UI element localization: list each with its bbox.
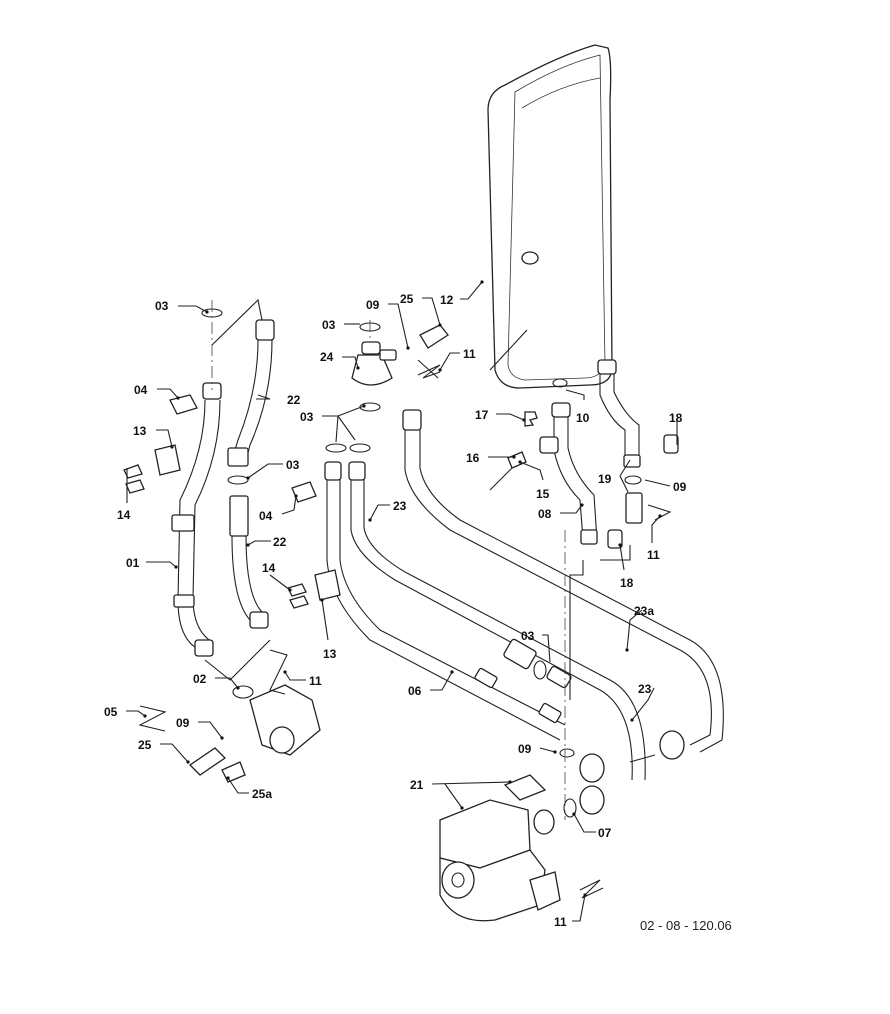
- callout-23: 23: [393, 499, 407, 513]
- callout-03: 03: [322, 318, 336, 332]
- callout-22: 22: [273, 535, 287, 549]
- callout-14: 14: [117, 508, 131, 522]
- fitting-24-drawing: [351, 324, 449, 386]
- callout-13: 13: [133, 424, 147, 438]
- callout-24: 24: [320, 350, 334, 364]
- callout-06: 06: [408, 684, 422, 698]
- callout-25a: 25a: [252, 787, 273, 801]
- callout-19: 19: [598, 472, 612, 486]
- callout-10: 10: [576, 411, 590, 425]
- pipe-22-drawing: [227, 319, 275, 629]
- callout-09: 09: [518, 742, 532, 756]
- callout-08: 08: [538, 507, 552, 521]
- callout-22: 22: [287, 393, 301, 407]
- expansion-vessel-drawing: [487, 44, 613, 389]
- drawing-reference-code: 02 - 08 - 120.06: [640, 918, 732, 933]
- callout-05: 05: [104, 705, 118, 719]
- callout-11: 11: [309, 674, 322, 688]
- clips-drawing: [123, 364, 672, 899]
- callout-17: 17: [475, 408, 489, 422]
- callout-18: 18: [669, 411, 683, 425]
- callout-13: 13: [323, 647, 337, 661]
- callout-12: 12: [440, 293, 454, 307]
- callout-03: 03: [286, 458, 300, 472]
- flange-drawing: [188, 684, 321, 783]
- callout-14: 14: [262, 561, 276, 575]
- callout-04: 04: [259, 509, 273, 523]
- callout-02: 02: [193, 672, 207, 686]
- callout-23a: 23a: [634, 604, 655, 618]
- callout-18: 18: [620, 576, 634, 590]
- long-pipes-drawing: [324, 409, 724, 781]
- callout-25: 25: [400, 292, 414, 306]
- o-rings-drawing: [201, 308, 577, 818]
- callout-01: 01: [126, 556, 140, 570]
- callout-23: 23: [638, 682, 652, 696]
- callout-09: 09: [176, 716, 190, 730]
- right-pipes-drawing: [489, 359, 679, 549]
- callout-15: 15: [536, 487, 550, 501]
- assembly-lines-drawing: [204, 298, 631, 820]
- callout-25: 25: [138, 738, 152, 752]
- callout-09: 09: [366, 298, 380, 312]
- callout-11: 11: [554, 915, 567, 929]
- callout-03: 03: [521, 629, 535, 643]
- callout-07: 07: [598, 826, 612, 840]
- pump-21-drawing: [439, 730, 685, 922]
- callout-03: 03: [155, 299, 169, 313]
- pipe-01-drawing: [171, 382, 222, 657]
- callout-09: 09: [673, 480, 687, 494]
- callout-03: 03: [300, 410, 314, 424]
- callout-04: 04: [134, 383, 148, 397]
- callout-16: 16: [466, 451, 480, 465]
- callout-11: 11: [463, 347, 476, 361]
- leader-lines-drawing: [126, 280, 678, 922]
- callout-21: 21: [410, 778, 424, 792]
- callout-11: 11: [647, 548, 660, 562]
